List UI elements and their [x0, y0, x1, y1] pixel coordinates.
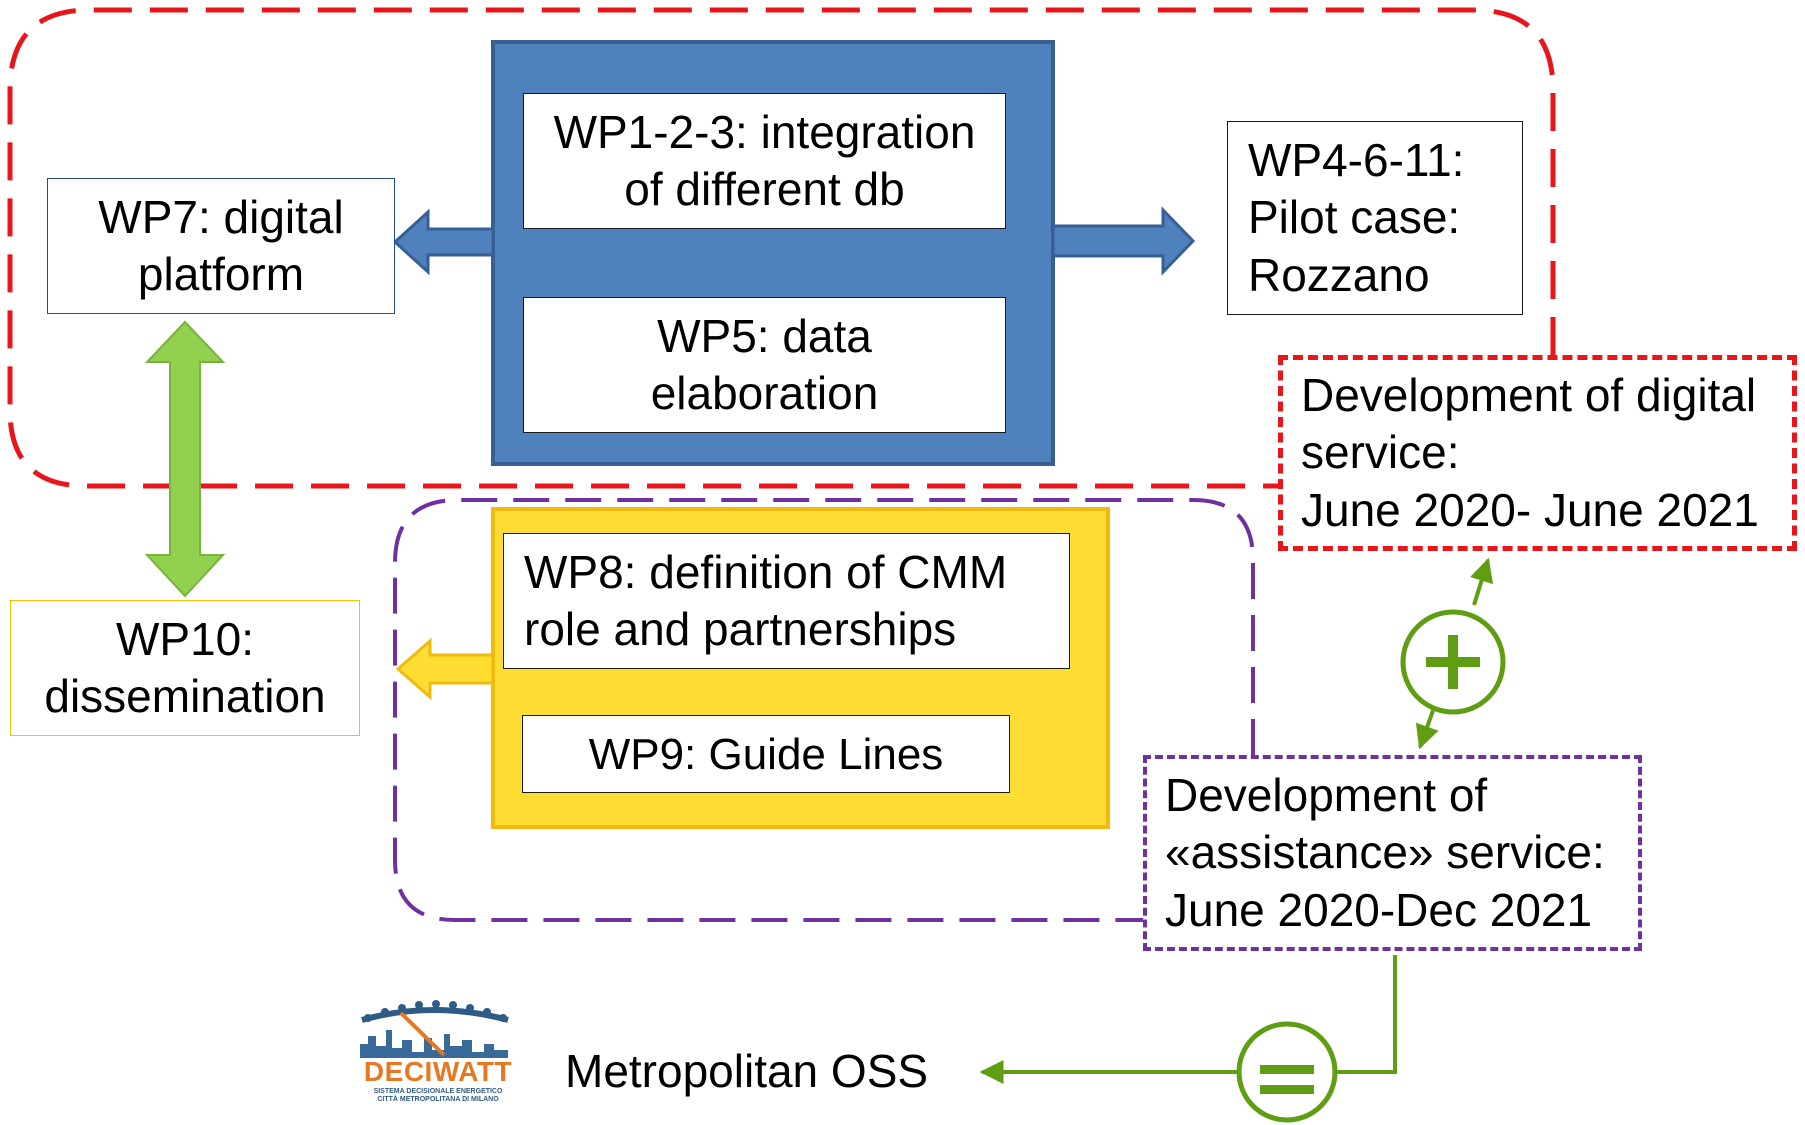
deciwatt-logo-name: DECIWATT [363, 1056, 513, 1087]
digital-service-box: Development of digital service: June 202… [1278, 355, 1797, 551]
assistance-to-oss-line [1334, 955, 1397, 1074]
wp5-box: WP5: data elaboration [523, 297, 1006, 433]
metropolitan-oss-text: Metropolitan OSS [565, 1044, 965, 1100]
equals-sign-bottom [1260, 1085, 1314, 1094]
wp10-box: WP10: dissemination [10, 600, 360, 736]
wp5-label: WP5: data elaboration [650, 309, 879, 420]
wp4611-box: WP4-6-11: Pilot case: Rozzano [1227, 121, 1523, 315]
deciwatt-logo-line1: SISTEMA DECISIONALE ENERGETICO [373, 1088, 503, 1095]
deciwatt-logo: DECIWATT SISTEMA DECISIONALE ENERGETICO … [358, 1056, 518, 1104]
deciwatt-logo-line2: CITTÀ METROPOLITANA DI MILANO [377, 1096, 499, 1103]
assistance-service-box: Development of «assistance» service: Jun… [1143, 755, 1642, 951]
assistance-service-group-border [393, 498, 1255, 922]
metropolitan-oss-label: Metropolitan OSS [565, 1045, 929, 1098]
arrow-to-wp7 [392, 208, 495, 276]
wp10-label: WP10: dissemination [44, 612, 326, 723]
arrow-to-wp4611 [1051, 206, 1196, 276]
assistance-service-label: Development of «assistance» service: Jun… [1165, 768, 1605, 936]
wp7-wp10-double-arrow [144, 320, 226, 598]
wp7-box: WP7: digital platform [47, 178, 395, 314]
wp9-label: WP9: Guide Lines [588, 729, 944, 779]
plus-sign-horizontal [1426, 657, 1480, 667]
wp123-label: WP1-2-3: integration of different db [553, 105, 976, 216]
wp4611-label: WP4-6-11: Pilot case: Rozzano [1248, 133, 1465, 301]
wp7-label: WP7: digital platform [98, 190, 344, 301]
wp8-label: WP8: definition of CMM role and partners… [524, 545, 1008, 656]
wp123-box: WP1-2-3: integration of different db [523, 93, 1006, 229]
digital-service-label: Development of digital service: June 202… [1301, 368, 1759, 536]
deciwatt-logo-graphic [360, 1000, 509, 1058]
wp9-box: WP9: Guide Lines [522, 715, 1010, 793]
plus-connector-up [1470, 557, 1494, 606]
arrow-to-wp10 [395, 637, 495, 701]
equals-sign-top [1260, 1065, 1314, 1074]
wp8-box: WP8: definition of CMM role and partners… [503, 533, 1070, 669]
